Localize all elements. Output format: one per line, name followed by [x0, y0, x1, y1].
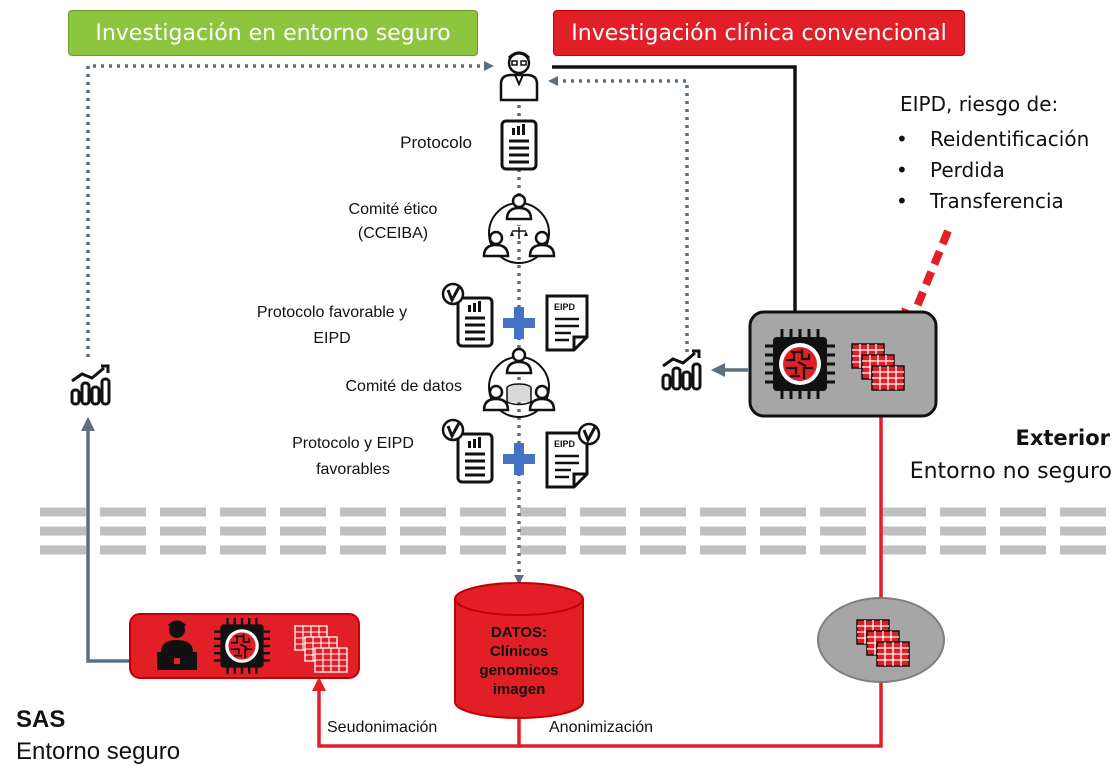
protocol-label: Protocolo [400, 133, 472, 152]
secure-research-header: Investigación en entorno seguro [68, 10, 478, 56]
plus-icon-2 [503, 443, 535, 475]
secure-results-return-line [86, 61, 494, 357]
favorable-protocol-line2: EIPD [313, 330, 351, 347]
eipd-doc-label-2: EIPD [554, 439, 576, 449]
ethics-committee-label: Comité ético (CCEIBA) [318, 198, 468, 246]
risk-item-label: Reidentificación [930, 127, 1090, 151]
data-committee-label: Comité de datos [345, 378, 462, 395]
researcher-icon [499, 51, 539, 102]
conventional-research-header: Investigación clínica convencional [553, 10, 965, 56]
protocol-doc-icon [500, 119, 538, 171]
risk-item-label: Perdida [930, 158, 1005, 182]
protocol-eipd-label: Protocolo y EIPD favorables [268, 431, 438, 483]
anonymization-label: Anonimización [549, 719, 654, 736]
ethics-committee-icon [482, 193, 556, 264]
database-label: DATOS: Clínicos genomicos imagen [459, 623, 579, 699]
eipd-doc-label-1: EIPD [554, 302, 576, 312]
data-committee-icon [482, 347, 556, 418]
favorable-protocol-doc-icon [441, 282, 494, 348]
favorable-protocol-label: Protocolo favorable y EIPD [232, 300, 432, 352]
risk-item-label: Transferencia [930, 189, 1064, 213]
database-line2: Clínicos [489, 643, 549, 660]
researcher-access-line [552, 65, 800, 332]
external-results-chart-icon [661, 349, 702, 391]
exterior-title: Exterior [1015, 426, 1110, 450]
database-line3: genomicos [479, 662, 559, 679]
database-line1: DATOS: [490, 624, 548, 641]
sas-title: SAS [16, 706, 66, 733]
protocol-favorable-doc-icon [441, 418, 494, 484]
anonymization-flow [517, 666, 888, 748]
favorable-protocol-line1: Protocolo favorable y [256, 304, 408, 321]
external-chip-icon [763, 327, 837, 401]
risk-item: •Reidentificación [896, 127, 1090, 151]
risk-list: •Reidentificación •Perdida •Transferenci… [896, 124, 1089, 217]
environment-boundary [40, 507, 1118, 555]
protocol-eipd-line1: Protocolo y EIPD [292, 435, 414, 452]
ethics-committee-name: (CCEIBA) [357, 225, 429, 242]
risk-title: EIPD, riesgo de: [900, 92, 1059, 116]
database-line4: imagen [492, 681, 546, 698]
risk-item: •Transferencia [896, 189, 1064, 213]
exterior-subtitle: Entorno no seguro [909, 459, 1112, 484]
secure-output-arrow [81, 417, 130, 663]
sas-subtitle: Entorno seguro [16, 738, 181, 765]
conventional-results-return-line [548, 76, 689, 352]
protocol-eipd-line2: favorables [316, 461, 390, 478]
secure-results-chart-icon [70, 364, 111, 406]
eipd-doc-icon-2 [545, 422, 601, 489]
plus-icon-1 [503, 307, 535, 339]
pseudonymization-label: Seudonimación [327, 719, 438, 736]
ethics-committee-title: Comité ético [348, 201, 438, 218]
clinical-database [454, 582, 584, 719]
secure-chip-icon [212, 616, 272, 676]
pseudonymization-flow [312, 677, 519, 748]
analyst-laptop-icon [157, 620, 197, 670]
risk-item: •Perdida [896, 158, 1005, 182]
